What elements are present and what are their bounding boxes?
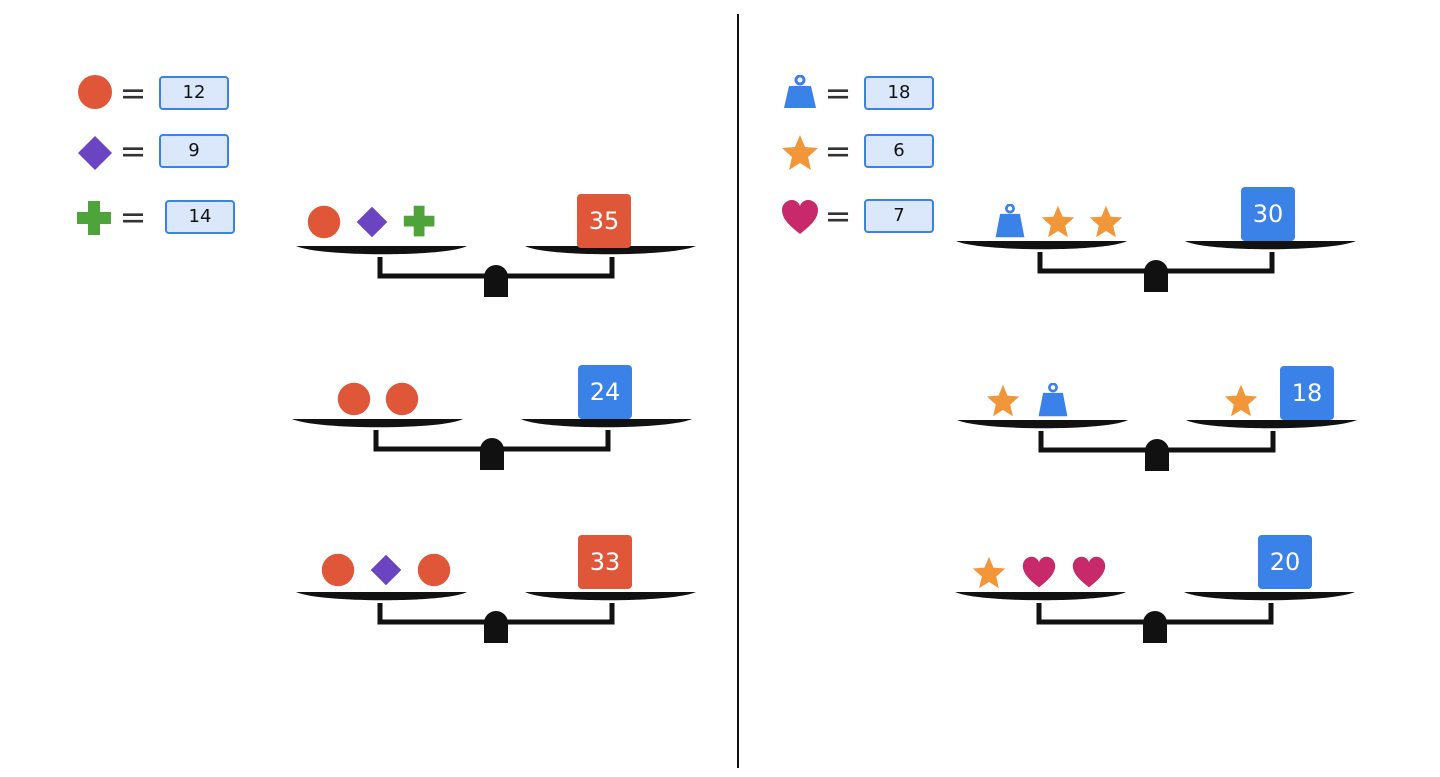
balance-frame: [955, 592, 1355, 643]
heart-icon: [780, 198, 820, 238]
total-box: 18: [1280, 366, 1334, 420]
equals-sign: =: [824, 132, 852, 170]
diamond-icon: [354, 204, 390, 240]
balance-frame: [296, 246, 696, 297]
total-box: 20: [1258, 535, 1312, 589]
circle-icon: [306, 204, 342, 240]
circle-icon: [336, 381, 372, 417]
balance-frame: [957, 420, 1357, 471]
circle-icon: [416, 552, 452, 588]
equals-sign: =: [119, 132, 147, 170]
left-pan-items: [971, 555, 1107, 591]
circle-icon: [320, 552, 356, 588]
balance-frame: [296, 592, 696, 643]
star-icon: [985, 383, 1021, 419]
circle-value-input[interactable]: 12: [159, 76, 229, 110]
circle-icon: [384, 381, 420, 417]
total-box: 24: [578, 365, 632, 419]
diamond-icon: [368, 552, 404, 588]
equals-sign: =: [119, 198, 147, 236]
star-icon: [1088, 204, 1124, 240]
balance-frame: [956, 241, 1356, 292]
balance-scale-right-2: 18: [957, 364, 1357, 474]
star-icon: [1040, 204, 1076, 240]
diamond-value-input[interactable]: 9: [159, 134, 229, 168]
panel-divider: [737, 14, 739, 768]
weight-icon: [1035, 383, 1071, 419]
total-box: 33: [578, 535, 632, 589]
equals-sign: =: [824, 197, 852, 235]
star-value-input[interactable]: 6: [864, 134, 934, 168]
cross-value-input[interactable]: 14: [165, 200, 235, 234]
diamond-icon: [75, 133, 115, 173]
left-pan-items: [985, 383, 1071, 419]
left-pan-items: [336, 381, 420, 417]
equals-sign: =: [824, 74, 852, 112]
balance-scale-left-2: 24: [292, 363, 692, 473]
cross-icon: [402, 204, 438, 240]
star-icon: [780, 133, 820, 173]
balance-scale-right-3: 20: [955, 534, 1355, 644]
total-box: 30: [1241, 187, 1295, 241]
weight-value-input[interactable]: 18: [864, 76, 934, 110]
equals-sign: =: [119, 74, 147, 112]
balance-scale-left-1: 35: [296, 190, 696, 300]
left-pan-items: [306, 204, 438, 240]
weight-icon: [780, 75, 820, 115]
balance-frame: [292, 419, 692, 470]
star-icon: [971, 555, 1007, 591]
heart-icon: [1021, 555, 1057, 591]
balance-scale-right-1: 30: [956, 185, 1356, 295]
right-pan-items: [1223, 383, 1259, 419]
balance-scale-left-3: 33: [296, 533, 696, 643]
star-icon: [1223, 383, 1259, 419]
weight-icon: [992, 204, 1028, 240]
left-pan-items: [992, 204, 1124, 240]
heart-value-input[interactable]: 7: [864, 199, 934, 233]
cross-icon: [75, 199, 115, 239]
total-box: 35: [577, 194, 631, 248]
heart-icon: [1071, 555, 1107, 591]
left-pan-items: [320, 552, 452, 588]
circle-icon: [75, 75, 115, 115]
